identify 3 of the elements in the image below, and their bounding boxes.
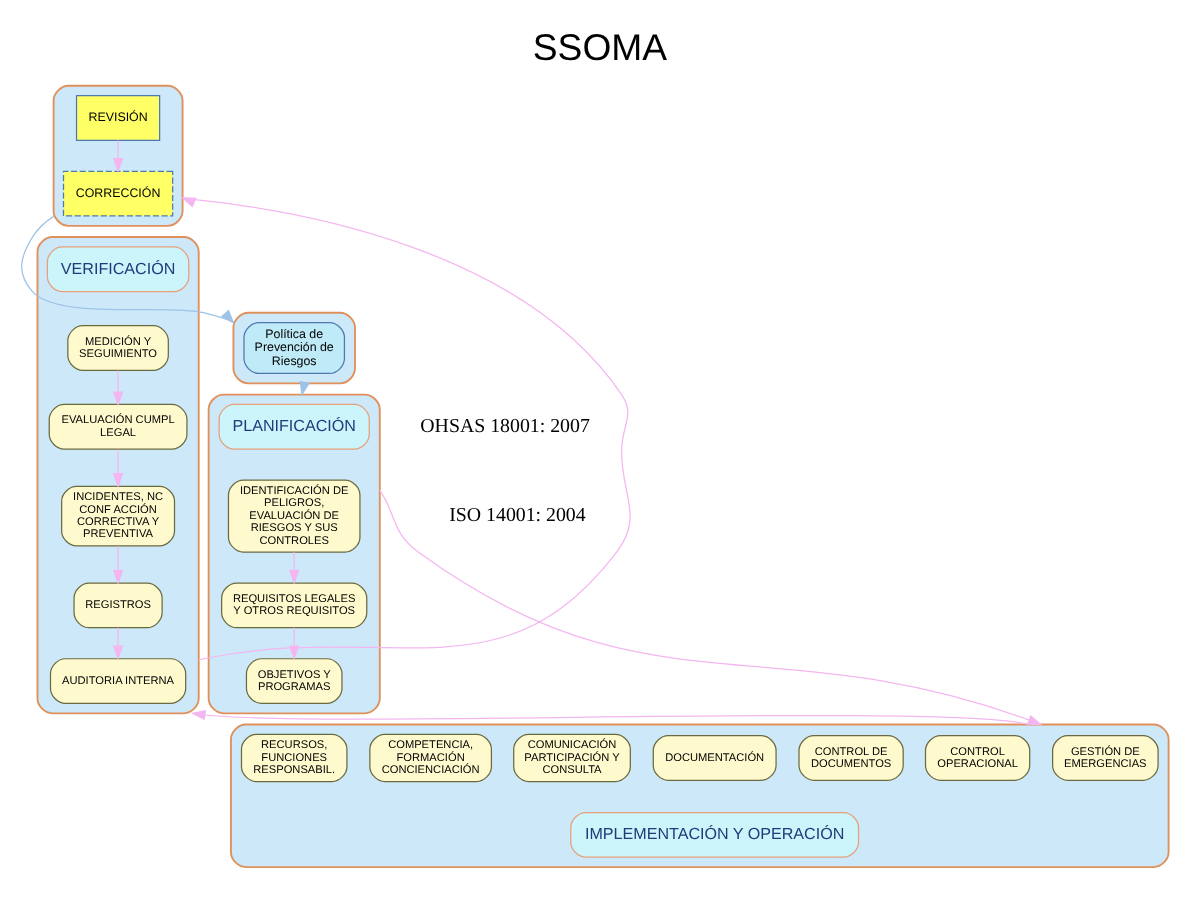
label: OHSAS 18001: 2007 xyxy=(420,415,590,438)
label: ISO 14001: 2004 xyxy=(449,504,586,527)
diagram-title: SSOMA xyxy=(532,25,668,68)
